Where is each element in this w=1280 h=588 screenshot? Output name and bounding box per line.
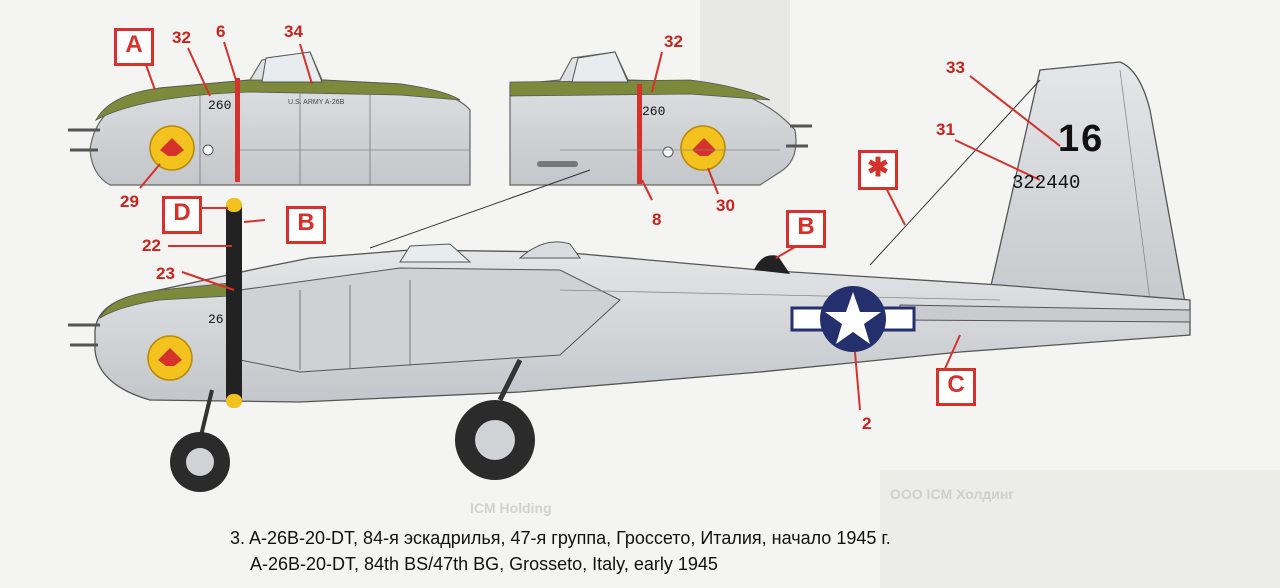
background-company-text-ru: ООО ICM Холдинг (890, 486, 1015, 502)
background-company-text: ICM Holding (470, 500, 552, 516)
callout-d: D (162, 196, 202, 234)
item-number-32-left: 32 (172, 28, 191, 47)
red-stripe (235, 78, 240, 182)
canopy-frame (261, 51, 323, 83)
nose-serial-left: 260 (208, 98, 232, 113)
tail-code: 16 (1058, 118, 1105, 160)
item-number-22: 22 (142, 236, 161, 255)
item-number-6: 6 (216, 22, 226, 41)
background-shade (880, 470, 1280, 588)
propeller (226, 198, 242, 408)
nose-serial-side: 26 (208, 312, 224, 327)
aircraft-side-view (68, 61, 1191, 492)
callout-asterisk: ✱ (858, 150, 898, 190)
item-number-32-right: 32 (664, 32, 683, 51)
svg-text:U.S. ARMY A-26B: U.S. ARMY A-26B (288, 99, 345, 106)
callout-b-turret: B (786, 210, 826, 248)
nose-detail-right (509, 51, 812, 186)
callout-b-propeller: B (286, 206, 326, 244)
top-turret (754, 255, 790, 274)
item-number-8: 8 (652, 210, 662, 229)
callout-a: A (114, 28, 154, 66)
item-number-31: 31 (936, 120, 955, 139)
tail-serial: 322440 (1012, 172, 1081, 194)
tail-fin (989, 61, 1191, 331)
item-number-30: 30 (716, 196, 735, 215)
caption-english: A-26B-20-DT, 84th BS/47th BG, Grosseto, … (250, 554, 718, 574)
item-number-29: 29 (120, 192, 139, 211)
item-number-34: 34 (284, 22, 303, 41)
nose-detail-left: U.S. ARMY A-26B (68, 51, 471, 186)
item-number-23: 23 (156, 264, 175, 283)
antiglare-panel (95, 79, 461, 121)
item-number-33: 33 (946, 58, 965, 77)
caption-russian: 3. A-26B-20-DT, 84-я эскадрилья, 47-я гр… (230, 528, 891, 548)
callout-c: C (936, 368, 976, 406)
item-number-2: 2 (862, 414, 872, 433)
nose-serial-right: 260 (642, 104, 666, 119)
